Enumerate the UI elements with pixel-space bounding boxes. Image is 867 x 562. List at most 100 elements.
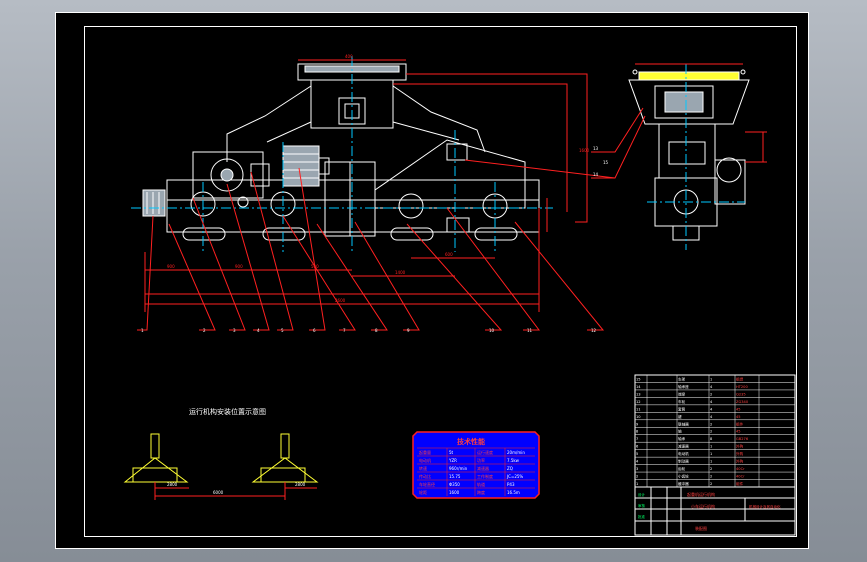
dim-text-2: 900: [167, 264, 175, 269]
left-arm: [226, 85, 312, 162]
parts-cell: 1: [636, 482, 638, 486]
parts-cell: 11: [636, 407, 641, 411]
tech-cell: 电动机: [419, 457, 431, 463]
plan-left-post: [150, 433, 160, 459]
dim-text-1: 400: [345, 54, 353, 59]
drawing-sheet: 400 900 900 500 600 1400 2600 1600 1: [55, 12, 809, 549]
parts-cell: 8: [636, 430, 639, 434]
parts-cell: 3: [636, 467, 638, 471]
parts-cell: 1: [710, 460, 712, 464]
side-bolt-left: [632, 69, 638, 75]
plan-right-triangle: [251, 457, 319, 483]
frame-beam: [166, 179, 540, 233]
rail-wheel-2: [262, 227, 306, 241]
plan-dimensions: [154, 482, 317, 500]
dim-text-3: 900: [235, 264, 243, 269]
reducer-housing: [192, 151, 264, 199]
dim-text-7: 2600: [335, 298, 346, 303]
side-label-13: 13: [593, 146, 599, 151]
parts-cell: 外购: [736, 459, 744, 464]
plan-dim-text: 2800 6000 2800: [167, 482, 306, 495]
parts-cell: 2: [710, 475, 712, 479]
motor-coupling: [318, 157, 330, 175]
rail-wheel-3: [390, 227, 434, 241]
leader-label-12: 12: [591, 328, 597, 333]
tech-cell: JC=25%: [506, 474, 523, 479]
tech-cell: 5t: [449, 450, 454, 455]
side-top-plate: [638, 71, 740, 81]
parts-cell: 联轴器: [678, 421, 689, 426]
brake-block: [250, 163, 270, 187]
inner-border: [84, 26, 797, 537]
title-main: 起重机运行机构: [687, 491, 715, 497]
left-buffer: [142, 189, 166, 217]
dim-text-5: 600: [445, 252, 453, 257]
parts-cell: 9: [636, 422, 639, 426]
parts-cell: 车轮: [678, 399, 686, 404]
parts-cell: 2: [636, 475, 638, 479]
lower-bearing: [446, 217, 470, 233]
parts-cell: 4: [710, 400, 713, 404]
parts-cell: 14: [636, 385, 641, 389]
tech-cell: 15.75: [449, 474, 461, 479]
side-body: [658, 123, 716, 179]
parts-cell: 套筒: [678, 406, 686, 411]
parts-cell: 4: [636, 460, 639, 464]
parts-cell: 2: [710, 392, 712, 396]
outer-border: [55, 12, 809, 549]
parts-cell: 电动机: [678, 451, 689, 456]
parts-cell: HT200: [736, 385, 748, 389]
leader-label-9: 9: [407, 328, 410, 333]
dim-text-6: 1400: [395, 270, 406, 275]
leader-label-5: 5: [281, 328, 284, 333]
parts-cell: 轴承: [678, 436, 686, 441]
parts-cell: 12: [636, 400, 641, 404]
parts-cell: 10: [636, 415, 641, 419]
parts-cell: 40Cr: [736, 475, 745, 479]
leader-label-6: 6: [313, 328, 316, 333]
wheel-3: [398, 193, 424, 219]
side-block-inner: [664, 91, 704, 113]
rail-wheel-4: [474, 227, 518, 241]
tech-table-title: 技术性能: [457, 437, 485, 446]
parts-cell: 2: [710, 467, 712, 471]
parts-cell: 2: [710, 430, 712, 434]
parts-cell: 组件: [736, 421, 744, 426]
tech-cell: Φ350: [449, 482, 460, 487]
parts-cell: 40Cr: [736, 467, 745, 471]
parts-cell: 外购: [736, 451, 744, 456]
leader-label-11: 11: [527, 328, 533, 333]
front-view: 400 900 900 500 600 1400 2600 1600 1: [131, 54, 605, 333]
leader-label-8: 8: [375, 328, 378, 333]
parts-cell: 车架: [678, 376, 686, 381]
rail-wheel-1: [182, 227, 226, 241]
tech-cell: 7.5kw: [507, 458, 520, 463]
leader-label-3: 3: [233, 328, 236, 333]
side-label-14: 14: [593, 172, 599, 177]
parts-cell: 轴承座: [678, 384, 689, 389]
side-body-panel: [668, 141, 706, 165]
tech-cell: 功率: [477, 457, 485, 463]
tech-cell: 转速: [419, 465, 427, 471]
tech-cell: 起重量: [419, 449, 431, 455]
right-arm-lower: [392, 121, 460, 141]
parts-cell: 外购: [736, 444, 744, 449]
title-sub: 小车运行机构: [691, 503, 715, 509]
tech-cell: P43: [507, 482, 515, 487]
plan-inset: 运行机构安装位置示意图 2800 6000 2800: [123, 407, 319, 500]
leader-lines: [137, 167, 605, 331]
title-drawing-type: 装配图: [695, 525, 707, 531]
front-leader-labels: 1 2 3 4 5 6 7 8 9 10 11 12: [141, 328, 597, 333]
parts-cell: 4: [710, 415, 713, 419]
parts-cell: 15: [636, 377, 641, 381]
tech-cell: 20m/min: [507, 450, 525, 455]
right-arm: [392, 85, 486, 153]
side-leader-labels: 13 14 15: [593, 146, 609, 177]
title-block-frame: [634, 486, 796, 536]
parts-cell: 4: [710, 407, 713, 411]
tech-cell: 16.5m: [507, 490, 520, 495]
parts-cell: 1: [710, 445, 712, 449]
title-school: 机械设计及其自动化: [749, 504, 781, 509]
parts-cell: 7: [636, 437, 638, 441]
